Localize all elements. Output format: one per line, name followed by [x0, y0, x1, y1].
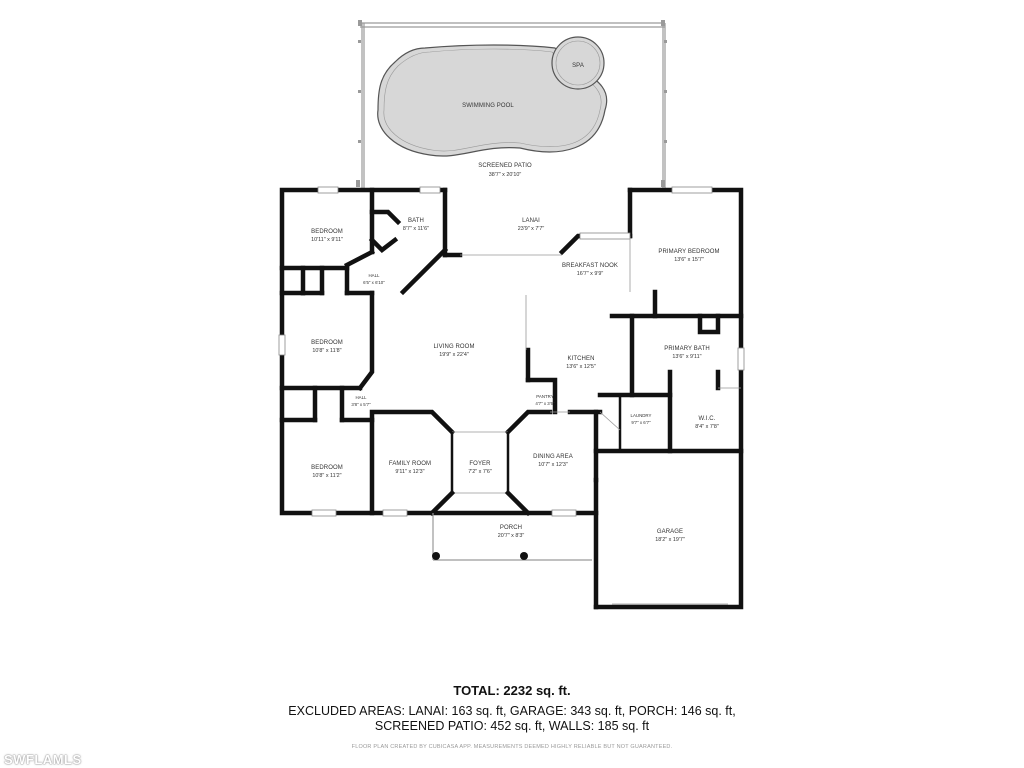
- primary-bedroom-name: PRIMARY BEDROOM: [658, 249, 719, 255]
- foyer-dim: 7'2" x 7'6": [468, 469, 492, 475]
- spa-label: SPA: [572, 63, 584, 69]
- breakfast-nook-dim: 16'7" x 9'9": [577, 271, 604, 277]
- family-room-name: FAMILY ROOM: [389, 461, 431, 467]
- pantry-name: PANTRY: [536, 394, 553, 399]
- kitchen-name: KITCHEN: [567, 356, 594, 362]
- hall-2-name: HALL: [356, 395, 368, 400]
- swimming-pool-label: SWIMMING POOL: [462, 103, 514, 109]
- bedroom-2-name: BEDROOM: [311, 340, 343, 346]
- bath-dim: 8'7" x 11'6": [403, 226, 429, 232]
- bedroom-3-dim: 10'8" x 11'2": [312, 473, 341, 479]
- laundry-dim: 9'7" x 6'7": [631, 420, 651, 425]
- bedroom-3-name: BEDROOM: [311, 465, 343, 471]
- bedroom-2-dim: 10'8" x 11'8": [312, 348, 341, 354]
- pantry-dim: 4'7" x 3'6": [535, 401, 555, 406]
- disclaimer: FLOOR PLAN CREATED BY CUBICASA APP. MEAS…: [351, 744, 673, 750]
- interior-walls: [279, 187, 744, 516]
- windows: [278, 186, 745, 517]
- porch-dim: 20'7" x 8'3": [498, 533, 525, 539]
- foyer-porch: [428, 432, 592, 561]
- porch-name: PORCH: [500, 525, 522, 531]
- dining-area-dim: 10'7" x 12'3": [538, 462, 568, 468]
- bedroom-1-dim: 10'11" x 9'11": [311, 237, 343, 243]
- laundry-name: LAUNDRY: [631, 413, 652, 418]
- family-room-dim: 9'11" x 12'3": [395, 469, 424, 475]
- excluded-areas-line-1: EXCLUDED AREAS: LANAI: 163 sq. ft, GARAG…: [288, 704, 736, 718]
- wic-dim: 8'4" x 7'8": [695, 424, 719, 430]
- total-area: TOTAL: 2232 sq. ft.: [453, 683, 571, 698]
- wic-name: W.I.C.: [699, 416, 716, 422]
- excluded-areas-line-2: SCREENED PATIO: 452 sq. ft, WALLS: 185 s…: [374, 719, 650, 733]
- living-room-dim: 19'9" x 22'4": [439, 352, 469, 358]
- bath-name: BATH: [408, 218, 424, 224]
- hall-1-name: HALL: [369, 273, 381, 278]
- screened-patio-dim: 38'7" x 20'10": [489, 172, 522, 178]
- garage-name: GARAGE: [657, 529, 683, 535]
- screened-patio-name: SCREENED PATIO: [478, 163, 532, 169]
- porch-column-right: [520, 552, 528, 560]
- foyer-name: FOYER: [469, 461, 491, 467]
- dining-area-name: DINING AREA: [533, 454, 573, 460]
- primary-bedroom-dim: 13'6" x 15'7": [674, 257, 704, 263]
- garage-dim: 18'2" x 19'7": [655, 537, 685, 543]
- doors: [452, 236, 741, 605]
- kitchen-dim: 13'6" x 12'5": [566, 364, 596, 370]
- hall-1-dim: 6'5" x 6'10": [363, 280, 385, 285]
- lanai-name: LANAI: [522, 218, 540, 224]
- breakfast-nook-name: BREAKFAST NOOK: [562, 263, 618, 269]
- porch-column-left: [432, 552, 440, 560]
- lanai-dim: 23'9" x 7'7": [518, 226, 545, 232]
- swimming-pool: [377, 44, 608, 157]
- living-room-name: LIVING ROOM: [433, 344, 474, 350]
- mls-watermark: SWFLAMLS: [4, 752, 82, 767]
- spa: [551, 36, 605, 90]
- primary-bath-dim: 13'6" x 9'11": [672, 354, 701, 360]
- bedroom-1-name: BEDROOM: [311, 229, 343, 235]
- hall-2-dim: 3'8" x 5'7": [351, 402, 371, 407]
- screened-patio-enclosure: [356, 20, 667, 188]
- primary-bath-name: PRIMARY BATH: [664, 346, 710, 352]
